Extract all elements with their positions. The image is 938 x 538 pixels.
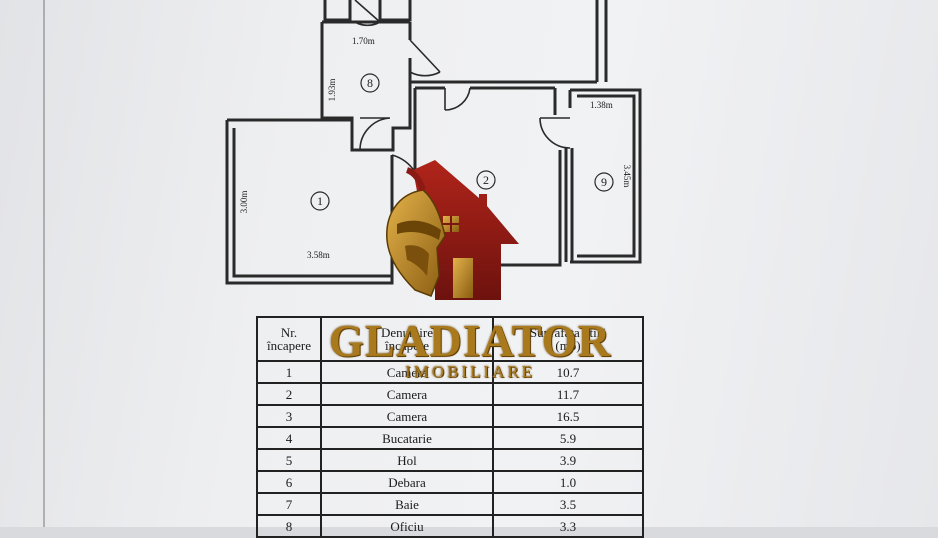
room-number-2: 2 bbox=[483, 173, 489, 187]
room9-width-label: 1.38m bbox=[590, 100, 613, 110]
hall-height-label: 1.93m bbox=[327, 79, 337, 102]
header-room-area: Suprafata utilă (mp) bbox=[492, 316, 644, 362]
door-swings bbox=[354, 0, 571, 173]
brand-subtitle: IMOBILIARE bbox=[404, 362, 536, 381]
walls bbox=[225, 0, 642, 285]
gladiator-logo-icon bbox=[386, 160, 519, 300]
watermark-brand: GLADIATOR IMOBILIARE bbox=[320, 318, 620, 382]
room-number-1: 1 bbox=[317, 194, 323, 208]
header-room-name: Denumire încapere bbox=[320, 316, 494, 362]
room-number-8: 8 bbox=[367, 76, 373, 90]
table-header-row: Nr. încapere Denumire încapere Suprafata… bbox=[256, 316, 644, 362]
rooms-area-table: Nr. încapere Denumire încapere Suprafata… bbox=[256, 316, 644, 538]
brand-name: GLADIATOR bbox=[328, 316, 612, 366]
room-number-circles bbox=[310, 73, 614, 211]
room-number-9: 9 bbox=[601, 175, 607, 189]
hall-width-label: 1.70m bbox=[352, 36, 375, 46]
room1-width-label: 3.58m bbox=[307, 250, 330, 260]
room1-height-label: 3.00m bbox=[239, 191, 249, 214]
room9-height-label: 3.45m bbox=[622, 165, 632, 188]
floor-plan-drawing: 1.70m 1.93m 3.58m 3.00m m 1.38m 3.45m 8 … bbox=[43, 0, 642, 527]
header-room-number: Nr. încapere bbox=[256, 316, 322, 362]
